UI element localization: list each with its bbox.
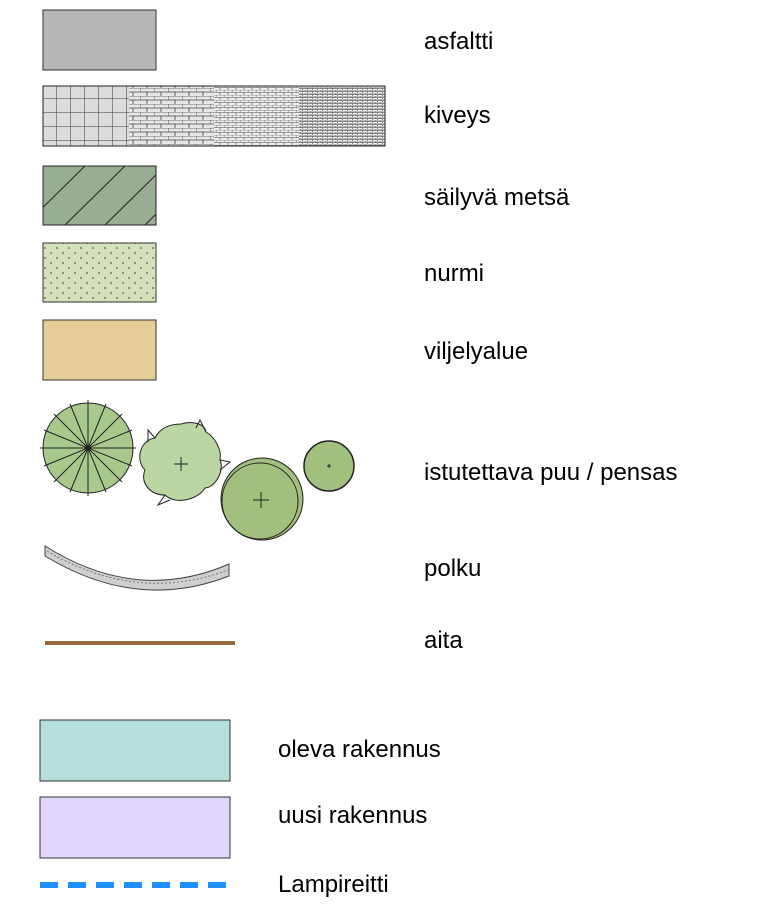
deciduous-tree-icon bbox=[40, 400, 136, 496]
small-shrub-icon bbox=[303, 440, 355, 492]
tree-shrub-symbols bbox=[40, 400, 355, 541]
curved-path-symbol bbox=[44, 545, 230, 591]
new-building-swatch bbox=[39, 796, 231, 859]
shrub-icon bbox=[139, 418, 232, 507]
label-kiveys: kiveys bbox=[424, 102, 491, 129]
large-shrub-icon bbox=[220, 457, 304, 541]
label-uusi-rakennus: uusi rakennus bbox=[278, 802, 428, 829]
label-polku: polku bbox=[424, 555, 482, 582]
dotted-lawn-swatch bbox=[42, 242, 157, 303]
cultivation-swatch bbox=[42, 319, 157, 381]
asphalt-swatch bbox=[42, 9, 157, 71]
label-lampireitti: Lampireitti bbox=[278, 871, 389, 898]
label-istutettava: istutettava puu / pensas bbox=[424, 459, 678, 486]
paving-swatch bbox=[42, 85, 386, 147]
hatched-forest-swatch bbox=[42, 165, 157, 226]
label-viljelyalue: viljelyalue bbox=[424, 338, 529, 365]
label-aita: aita bbox=[424, 627, 463, 654]
label-nurmi: nurmi bbox=[424, 260, 485, 287]
label-oleva-rakennus: oleva rakennus bbox=[278, 736, 441, 763]
label-sailyva-metsa: säilyvä metsä bbox=[424, 184, 570, 211]
existing-building-swatch bbox=[39, 719, 231, 782]
label-asfaltti: asfaltti bbox=[424, 28, 494, 55]
